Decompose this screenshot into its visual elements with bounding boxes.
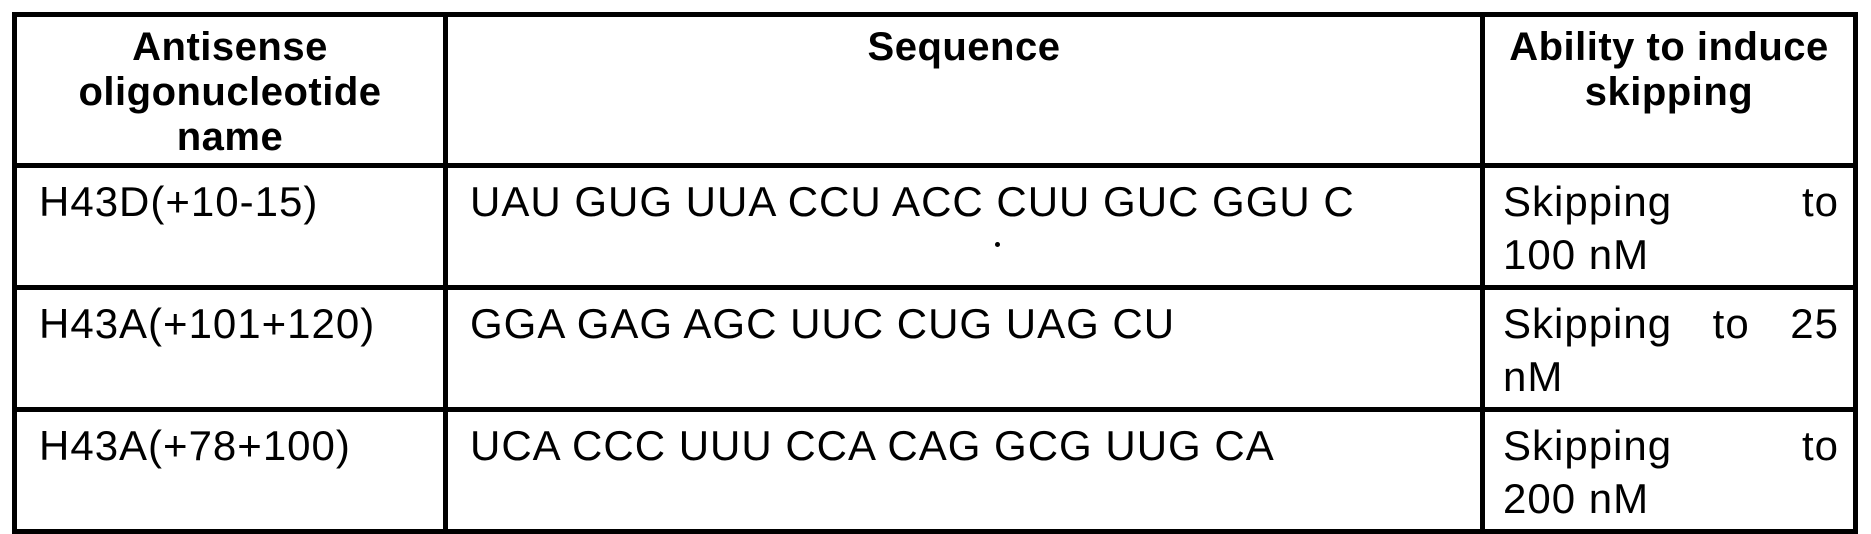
scan-noise-dot bbox=[995, 242, 1000, 247]
ability-cell: Skipping to 100 nM bbox=[1480, 163, 1858, 291]
sequence-cell: UCA CCC UUU CCA CAG GCG UUG CA bbox=[443, 407, 1485, 534]
oligo-name-cell: H43A(+101+120) bbox=[12, 285, 448, 413]
ability-line: Skipping to bbox=[1503, 178, 1839, 226]
ability-line: Skipping to bbox=[1503, 422, 1839, 470]
column-header-sequence: Sequence bbox=[443, 11, 1485, 169]
column-header-ability: Ability to induce skipping bbox=[1480, 11, 1858, 169]
ability-line: 100 nM bbox=[1503, 230, 1650, 278]
oligo-name-cell: H43A(+78+100) bbox=[12, 407, 448, 534]
table-row: H43A(+101+120) GGA GAG AGC UUC CUG UAG C… bbox=[12, 285, 1858, 413]
ability-cell: Skipping to 25 nM bbox=[1480, 285, 1858, 413]
oligo-name-cell: H43D(+10-15) bbox=[12, 163, 448, 291]
sequence-cell: GGA GAG AGC UUC CUG UAG CU bbox=[443, 285, 1485, 413]
table-row: H43D(+10-15) UAU GUG UUA CCU ACC CUU GUC… bbox=[12, 163, 1858, 291]
ability-line: 200 nM bbox=[1503, 474, 1650, 522]
ability-cell: Skipping to 200 nM bbox=[1480, 407, 1858, 534]
sequence-cell: UAU GUG UUA CCU ACC CUU GUC GGU C bbox=[443, 163, 1485, 291]
column-header-oligo-name: Antisense oligonucleotide name bbox=[12, 11, 448, 169]
antisense-oligo-table: Antisense oligonucleotide name Sequence … bbox=[12, 11, 1858, 534]
ability-line: Skipping to 25 bbox=[1503, 300, 1839, 348]
table-header-row: Antisense oligonucleotide name Sequence … bbox=[12, 11, 1858, 169]
ability-line: nM bbox=[1503, 352, 1564, 400]
table-row: H43A(+78+100) UCA CCC UUU CCA CAG GCG UU… bbox=[12, 407, 1858, 534]
